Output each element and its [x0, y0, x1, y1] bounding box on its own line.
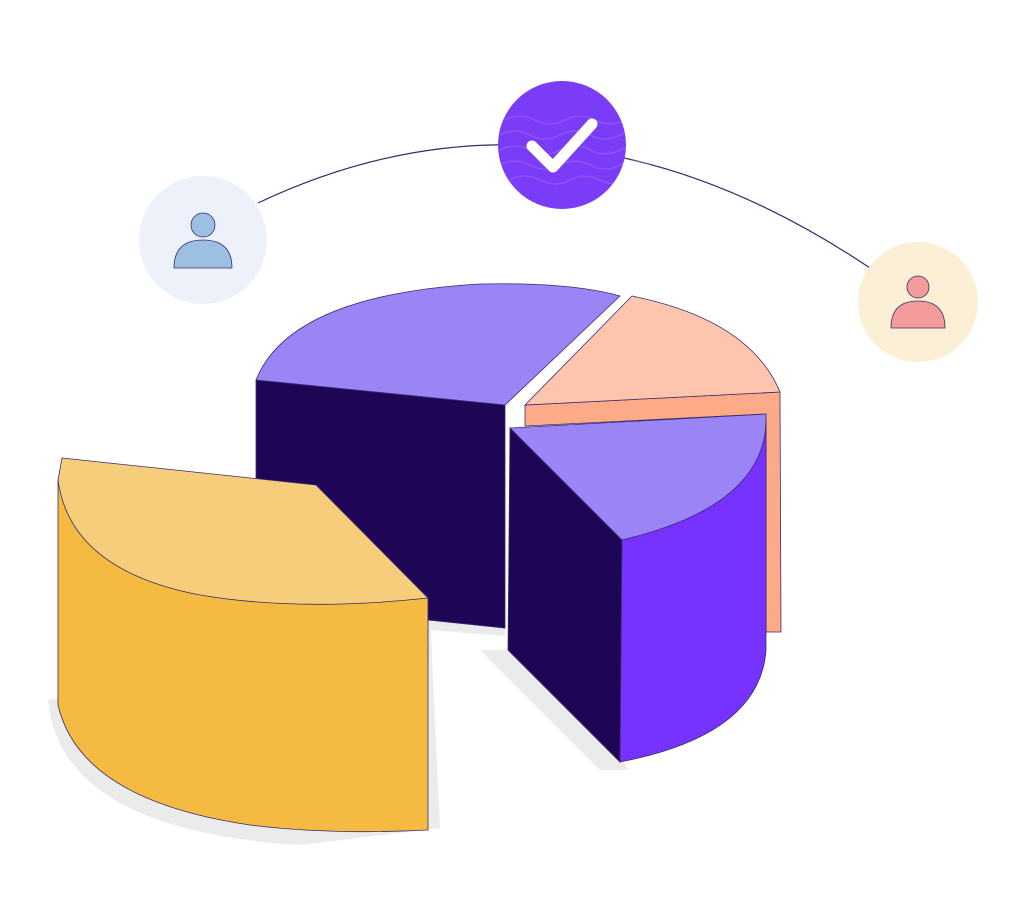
user-avatar-blue — [139, 176, 267, 304]
pie-slice-violet — [507, 413, 767, 763]
pie-slice-yellow — [57, 457, 429, 833]
user-avatar-pink — [858, 242, 978, 362]
check-badge — [498, 81, 651, 209]
shadow — [430, 620, 505, 636]
check-icon — [526, 118, 598, 173]
shadow — [480, 650, 630, 770]
user-icon — [173, 212, 233, 269]
user-icon — [890, 275, 946, 329]
